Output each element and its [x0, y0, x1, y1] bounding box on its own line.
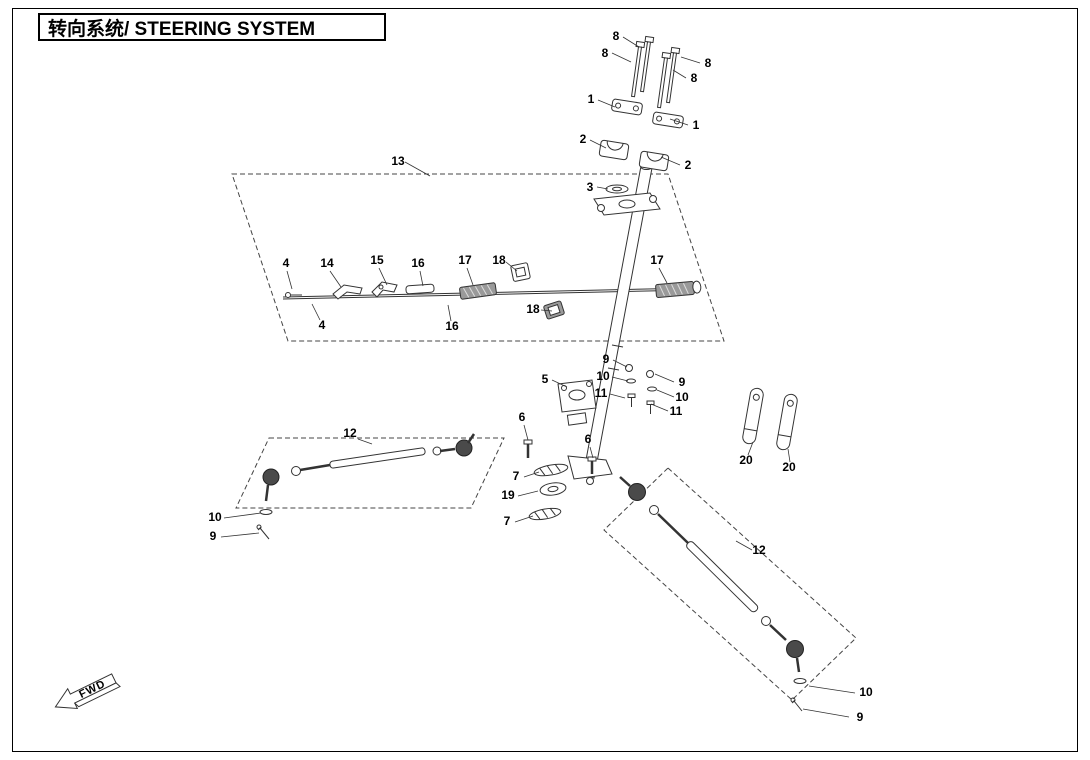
callout-label: 4 [283, 256, 290, 270]
bolt-6-lower [587, 456, 597, 474]
callout-label: 13 [391, 154, 405, 168]
spline-coupler-17-left [459, 282, 497, 300]
callout-label: 9 [679, 375, 686, 389]
callout-label: 6 [519, 410, 526, 424]
callout-label: 9 [603, 352, 610, 366]
damper-18-upper [510, 262, 531, 282]
leader-lines [220, 36, 856, 718]
column-bracket-5 [557, 379, 597, 426]
callout-label: 1 [588, 92, 595, 106]
callout-labels: 8 8 8 8 1 1 2 2 3 13 4 14 15 16 17 18 17… [208, 29, 873, 724]
callout-label: 8 [613, 29, 620, 43]
bolt-6-upper [523, 439, 533, 458]
linkage-region-box-13 [231, 173, 725, 342]
callout-label: 20 [782, 460, 796, 474]
washer-19 [539, 482, 567, 496]
callout-label: 9 [857, 710, 864, 724]
callout-label: 7 [504, 514, 511, 528]
clamp-2-left [598, 139, 630, 161]
ball-joint [786, 640, 804, 658]
callout-label: 18 [526, 302, 540, 316]
callout-label: 10 [208, 510, 222, 524]
bracket-20-left [742, 387, 764, 445]
fasteners-9-10-11 [625, 364, 657, 414]
callout-label: 16 [445, 319, 459, 333]
callout-label: 11 [670, 404, 683, 418]
washer-3 [605, 184, 629, 194]
cotter-pin-9-right [790, 697, 803, 712]
clamp-1-left [611, 98, 643, 116]
right-tie-rod-region-box-12 [603, 467, 857, 701]
page-title: 转向系统/ STEERING SYSTEM [38, 13, 386, 41]
washer-10-right [793, 678, 807, 684]
washer-10-left [259, 509, 273, 515]
callout-label: 11 [595, 386, 608, 400]
callout-label: 12 [752, 543, 766, 557]
callout-label: 3 [587, 180, 594, 194]
clamp-2-right [638, 150, 670, 172]
callout-label: 16 [411, 256, 425, 270]
damper-18-lower [543, 300, 565, 320]
callout-label: 18 [492, 253, 506, 267]
callout-label: 8 [705, 56, 712, 70]
clamp-1-right [652, 111, 684, 129]
callout-label: 9 [210, 529, 217, 543]
clamp-bolts-8 [630, 35, 681, 109]
plate-7-upper [533, 463, 569, 477]
left-tie-rod-region-box-12 [235, 437, 505, 509]
callout-label: 19 [501, 488, 515, 502]
bracket-20-right [776, 393, 798, 451]
spline-coupler-17-right [655, 280, 702, 298]
callout-label: 10 [596, 369, 610, 383]
lever-14 [332, 284, 363, 300]
callout-label: 15 [370, 253, 384, 267]
pin-4 [285, 292, 302, 298]
ball-joint [455, 439, 473, 457]
callout-label: 2 [685, 158, 692, 172]
page-border [12, 8, 1078, 752]
ball-joint [262, 468, 280, 486]
callout-label: 5 [542, 372, 549, 386]
fwd-arrow: FWD [54, 673, 121, 710]
tie-rod-left [256, 433, 476, 540]
sleeve-16 [405, 283, 435, 295]
tie-rod-right [619, 476, 807, 712]
callout-label: 7 [513, 469, 520, 483]
callout-label: 14 [320, 256, 334, 270]
steering-column [567, 164, 661, 485]
callout-label: 17 [458, 253, 472, 267]
steering-rod-assembly [282, 262, 702, 320]
cotter-pin-9-left [256, 524, 270, 540]
callout-label: 1 [693, 118, 700, 132]
callout-label: 12 [343, 426, 357, 440]
callout-label: 6 [585, 432, 592, 446]
callout-label: 20 [739, 453, 753, 467]
callout-label: 8 [602, 46, 609, 60]
callout-label: 4 [319, 318, 326, 332]
callout-label: 8 [691, 71, 698, 85]
bracket-15 [371, 281, 398, 298]
callout-label: 10 [675, 390, 689, 404]
callout-label: 10 [859, 685, 873, 699]
plate-7-lower [528, 507, 562, 521]
ball-joint [628, 483, 646, 501]
callout-label: 2 [580, 132, 587, 146]
callout-label: 17 [650, 253, 664, 267]
